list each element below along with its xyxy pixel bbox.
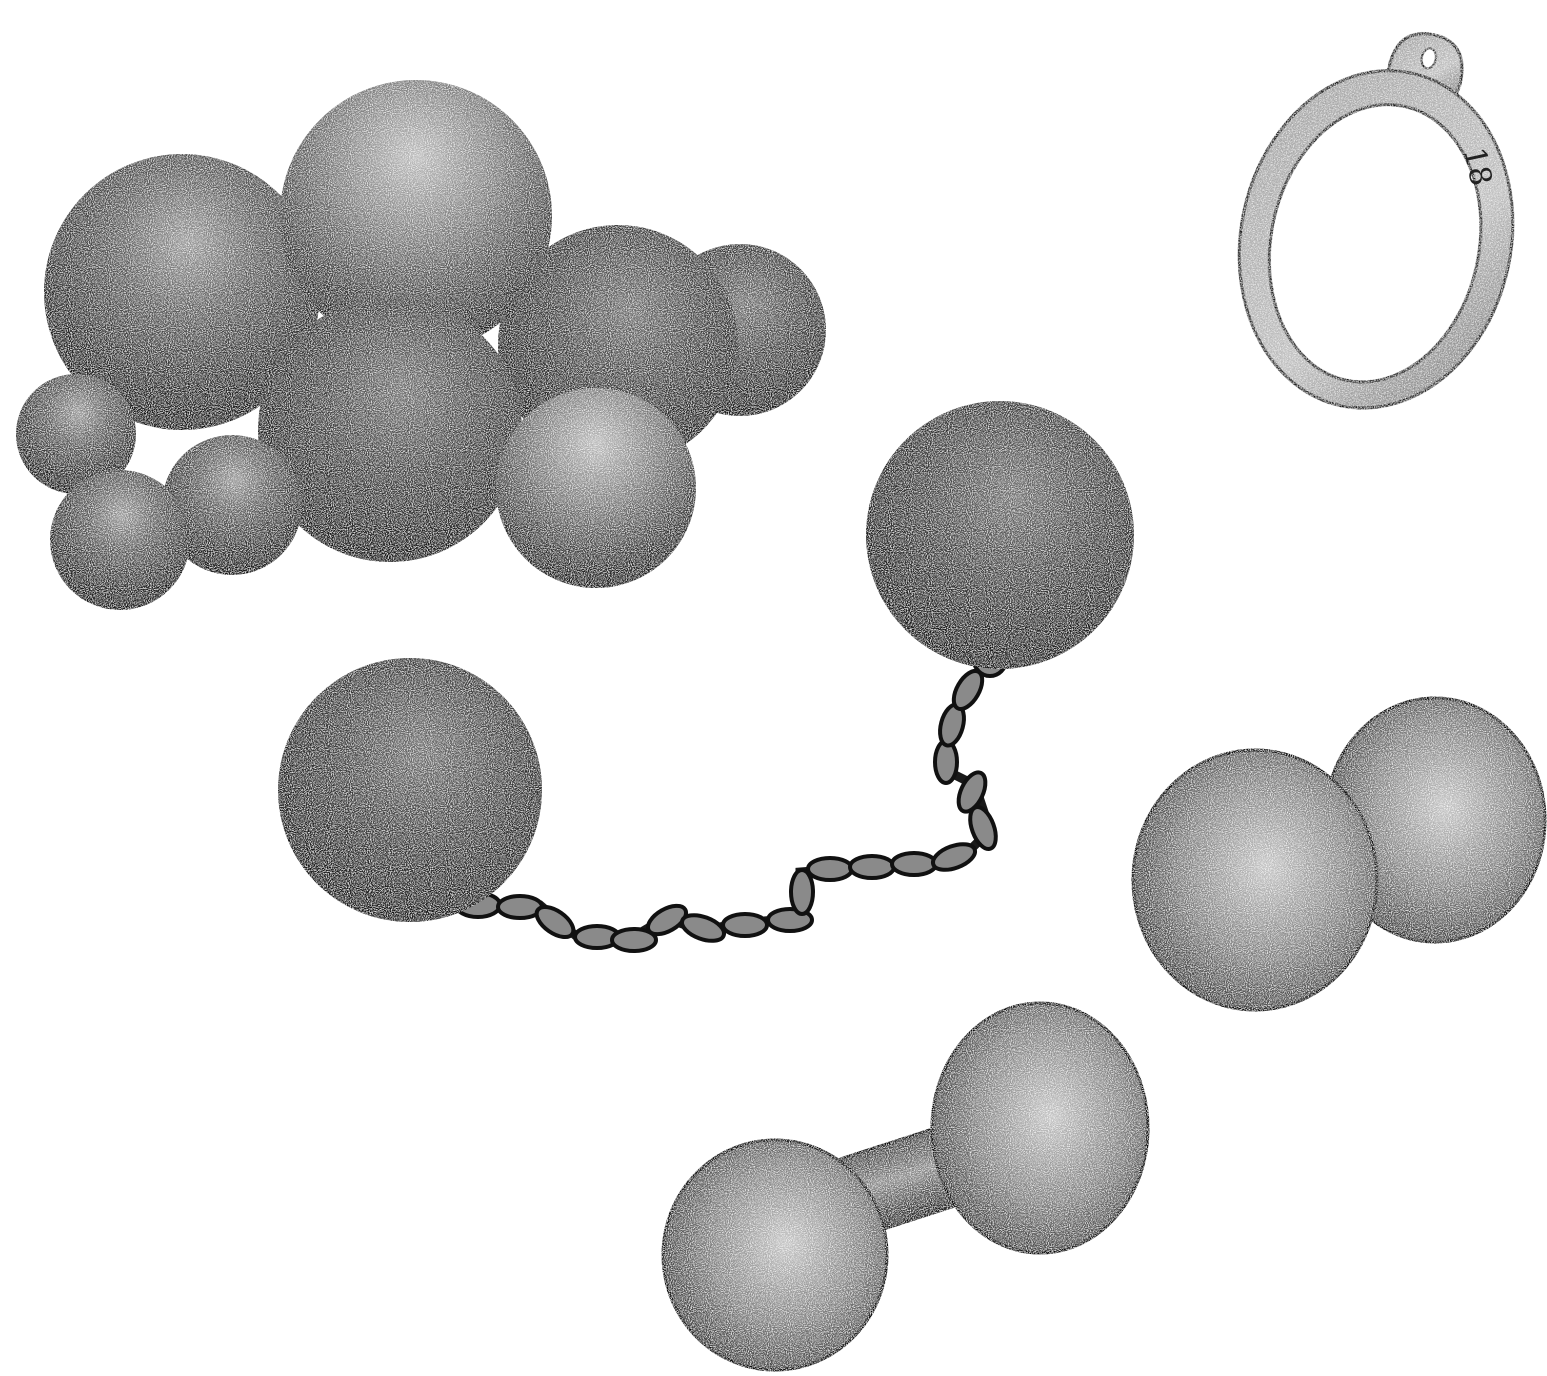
chain-link: [534, 904, 576, 940]
chain-link: [930, 842, 978, 872]
chain-link: [933, 739, 959, 785]
chain-link: [806, 856, 854, 882]
iron-ring: [1237, 32, 1515, 410]
cannonball: [162, 435, 302, 575]
chain-shot-ball-right: [866, 401, 1134, 669]
ring-marking: 18: [1456, 144, 1498, 189]
chain: [473, 655, 996, 945]
cannonball: [280, 80, 552, 352]
cannonball: [258, 298, 522, 562]
dumbbell-weight-upper: [1131, 696, 1547, 1012]
chain-link: [721, 912, 769, 938]
chain-link: [789, 868, 815, 916]
cannonball-pile: [16, 80, 826, 610]
cannonball: [16, 374, 136, 494]
chain-links: [454, 642, 1008, 953]
chain-link: [890, 851, 938, 877]
dumbbell-weight-lower: [661, 1001, 1150, 1372]
ring-body: [1237, 69, 1515, 410]
chain-shot: [278, 401, 1134, 953]
chain-link: [610, 927, 658, 953]
chain-link: [646, 903, 688, 937]
ring-tab-hole: [1420, 47, 1437, 70]
cannonball: [44, 154, 320, 430]
dumbbell-knob-front: [661, 1138, 889, 1372]
chain-link: [679, 913, 727, 943]
dumbbell-knob-front: [1131, 748, 1379, 1012]
dumbbell-knob-back: [930, 1001, 1150, 1255]
chain-link: [956, 770, 988, 814]
chain-shot-ball-left: [278, 658, 542, 922]
chain-link: [848, 854, 896, 880]
cannonball: [496, 388, 696, 588]
cannonball: [50, 470, 190, 610]
